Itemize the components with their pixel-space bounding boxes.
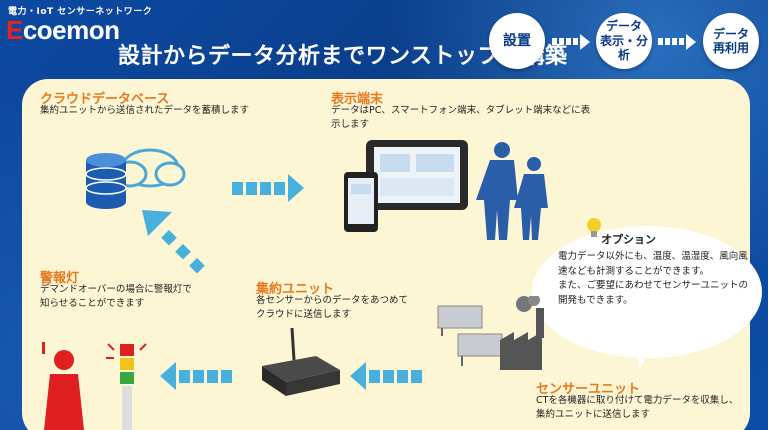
people-icon (476, 142, 548, 240)
display-title: 表示端末 (331, 92, 384, 107)
smartphone-icon (344, 172, 378, 232)
tablet-icon (366, 140, 468, 210)
cloud-text: 集約ユニットから送信されたデータを蓄積します (40, 105, 250, 116)
step-reuse: データ 再利用 (703, 13, 759, 69)
gateway-text: 各センサーからのデータをあつめて クラウドに送信します (256, 295, 409, 320)
alarm-person-icon (42, 342, 84, 430)
step-arrow-2 (658, 34, 696, 50)
step-display-analysis: データ 表示・分析 (596, 13, 652, 69)
step-arrow-1 (552, 34, 590, 50)
factory-icon (500, 296, 544, 370)
option-title: オプション (601, 233, 656, 246)
brand-subtitle: 電力・IoT センサーネットワーク (8, 7, 153, 17)
flow-arrow-gateway-to-cloud (142, 210, 205, 274)
gateway-router-icon (262, 327, 340, 396)
option-bubble (532, 226, 762, 358)
display-text: データはPC、スマートフォン端末、タブレット端末などに表 示します (331, 105, 591, 130)
flow-arrow-sensor-to-gateway (350, 362, 422, 390)
sensor-unit-icon (437, 305, 503, 366)
sensor-text: CTを各機器に取り付けて電力データを収集し、 集約ユニットに送信します (536, 395, 739, 420)
sensor-illustration (437, 296, 544, 370)
database-icon (85, 153, 127, 209)
cloud-database-illustration (85, 148, 186, 209)
alarm-illustration (42, 342, 147, 430)
step-install: 設置 (489, 13, 545, 69)
flow-arrow-cloud-to-display (232, 174, 304, 202)
gateway-title: 集約ユニット (256, 282, 335, 297)
alarm-text: デマンドオーバーの場合に警報灯で 知らせることができます (40, 284, 192, 309)
cloud-title: クラウドデータベース (40, 92, 170, 107)
option-text: 電力データ以外にも、温度、温湿度、風向風速なども計測することができます。 また、… (558, 251, 749, 307)
lightbulb-icon (587, 218, 601, 237)
sensor-title: センサーユニット (536, 382, 641, 397)
display-devices-illustration (344, 140, 548, 240)
signal-tower-icon (106, 343, 147, 430)
brand-logo: Ecoemon (6, 15, 120, 45)
alarm-title: 警報灯 (40, 271, 80, 286)
flow-arrow-gateway-to-alarm (160, 362, 232, 390)
